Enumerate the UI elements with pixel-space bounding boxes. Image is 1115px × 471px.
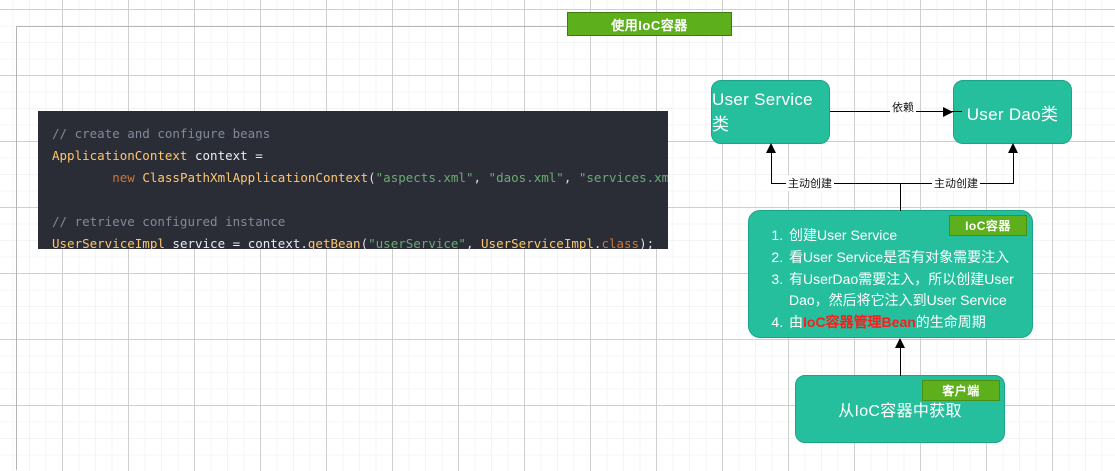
edge-create-right-arrowhead: [1008, 143, 1018, 153]
ioc-step-text: 创建User Service: [789, 227, 898, 243]
ioc-step-item: 看User Service是否有对象需要注入: [787, 247, 1022, 268]
ioc-step-text: 由: [789, 314, 803, 330]
box-user-dao[interactable]: User Dao类: [953, 80, 1072, 144]
code-token: UserServiceImpl: [52, 236, 165, 249]
edge-create-right-label: 主动创建: [932, 175, 980, 191]
code-line: UserServiceImpl service = context.getBea…: [52, 233, 654, 249]
code-token: .: [593, 236, 602, 249]
box-ioc-container[interactable]: IoC容器 创建User Service 看User Service是否有对象需要…: [748, 210, 1033, 338]
code-token: (: [368, 170, 376, 185]
code-token: // retrieve configured instance: [52, 214, 286, 229]
code-token: (: [360, 236, 369, 249]
ioc-step-text: 有UserDao需要注入，所以创建User Dao，然后将它注入到User Se…: [789, 271, 1014, 308]
diagram-title-banner: 使用IoC容器: [567, 12, 732, 36]
code-token: "services.xml": [578, 170, 668, 185]
box-client-label: 从IoC容器中获取: [838, 403, 962, 420]
code-line: [52, 189, 654, 211]
code-token: new: [112, 170, 135, 185]
edge-dependency-arrowhead: [943, 107, 953, 117]
code-token: "aspects.xml": [375, 170, 474, 185]
edge-create-left-riser: [771, 152, 772, 184]
code-line: ApplicationContext context =: [52, 145, 654, 167]
box-user-dao-label: User Dao类: [966, 104, 1059, 124]
code-token: service: [164, 236, 233, 249]
ioc-step-item: 有UserDao需要注入，所以创建User Dao，然后将它注入到User Se…: [787, 269, 1022, 311]
edge-create-left-arrowhead: [766, 143, 776, 153]
code-token: getBean: [307, 236, 361, 249]
code-token: context: [247, 236, 301, 249]
edge-fetch-arrowhead: [895, 338, 905, 348]
code-token: "daos.xml": [488, 170, 564, 185]
code-token: ,: [473, 170, 489, 185]
code-token: // create and configure beans: [52, 126, 271, 141]
edge-fetch-line: [900, 348, 901, 376]
box-user-service-label: User Service类: [712, 89, 813, 134]
box-user-service[interactable]: User Service类: [711, 80, 830, 144]
code-token: class: [601, 236, 640, 249]
edge-create-stem: [900, 183, 901, 211]
code-token: .: [300, 236, 308, 249]
code-token: ,: [563, 170, 579, 185]
edge-create-left-label: 主动创建: [786, 175, 834, 191]
edge-create-bus: [771, 183, 1013, 184]
tag-ioc-container: IoC容器: [949, 215, 1027, 236]
edge-dependency-label: 依赖: [890, 99, 916, 115]
code-token: ClassPathXmlApplicationContext: [142, 170, 369, 185]
code-token: ApplicationContext: [52, 148, 188, 163]
ioc-step-list: 创建User Service 看User Service是否有对象需要注入有Use…: [749, 211, 1032, 333]
code-token: ,: [465, 236, 482, 249]
ioc-step-text: 的生命周期: [915, 314, 986, 330]
code-line: // retrieve configured instance: [52, 211, 654, 233]
tag-client: 客户端: [922, 380, 1000, 401]
box-client[interactable]: 客户端 从IoC容器中获取: [795, 375, 1005, 443]
code-line: new ClassPathXmlApplicationContext("aspe…: [52, 167, 668, 189]
ioc-step-item: 创建User Service: [787, 225, 1022, 246]
code-token: =: [255, 148, 263, 163]
code-token: =: [232, 236, 248, 249]
ioc-step-highlight: IoC容器管理Bean: [803, 314, 916, 330]
code-token: UserServiceImpl: [481, 236, 594, 249]
ioc-step-text: 看User Service是否有对象需要注入: [789, 249, 1010, 265]
code-token: [52, 170, 112, 185]
code-token: context: [187, 148, 256, 163]
ioc-step-item: 由IoC容器管理Bean的生命周期: [787, 312, 1022, 333]
edge-create-right-riser: [1013, 152, 1014, 184]
code-token: );: [639, 236, 655, 249]
code-line: // create and configure beans: [52, 123, 654, 145]
code-token: "userService": [368, 236, 466, 249]
